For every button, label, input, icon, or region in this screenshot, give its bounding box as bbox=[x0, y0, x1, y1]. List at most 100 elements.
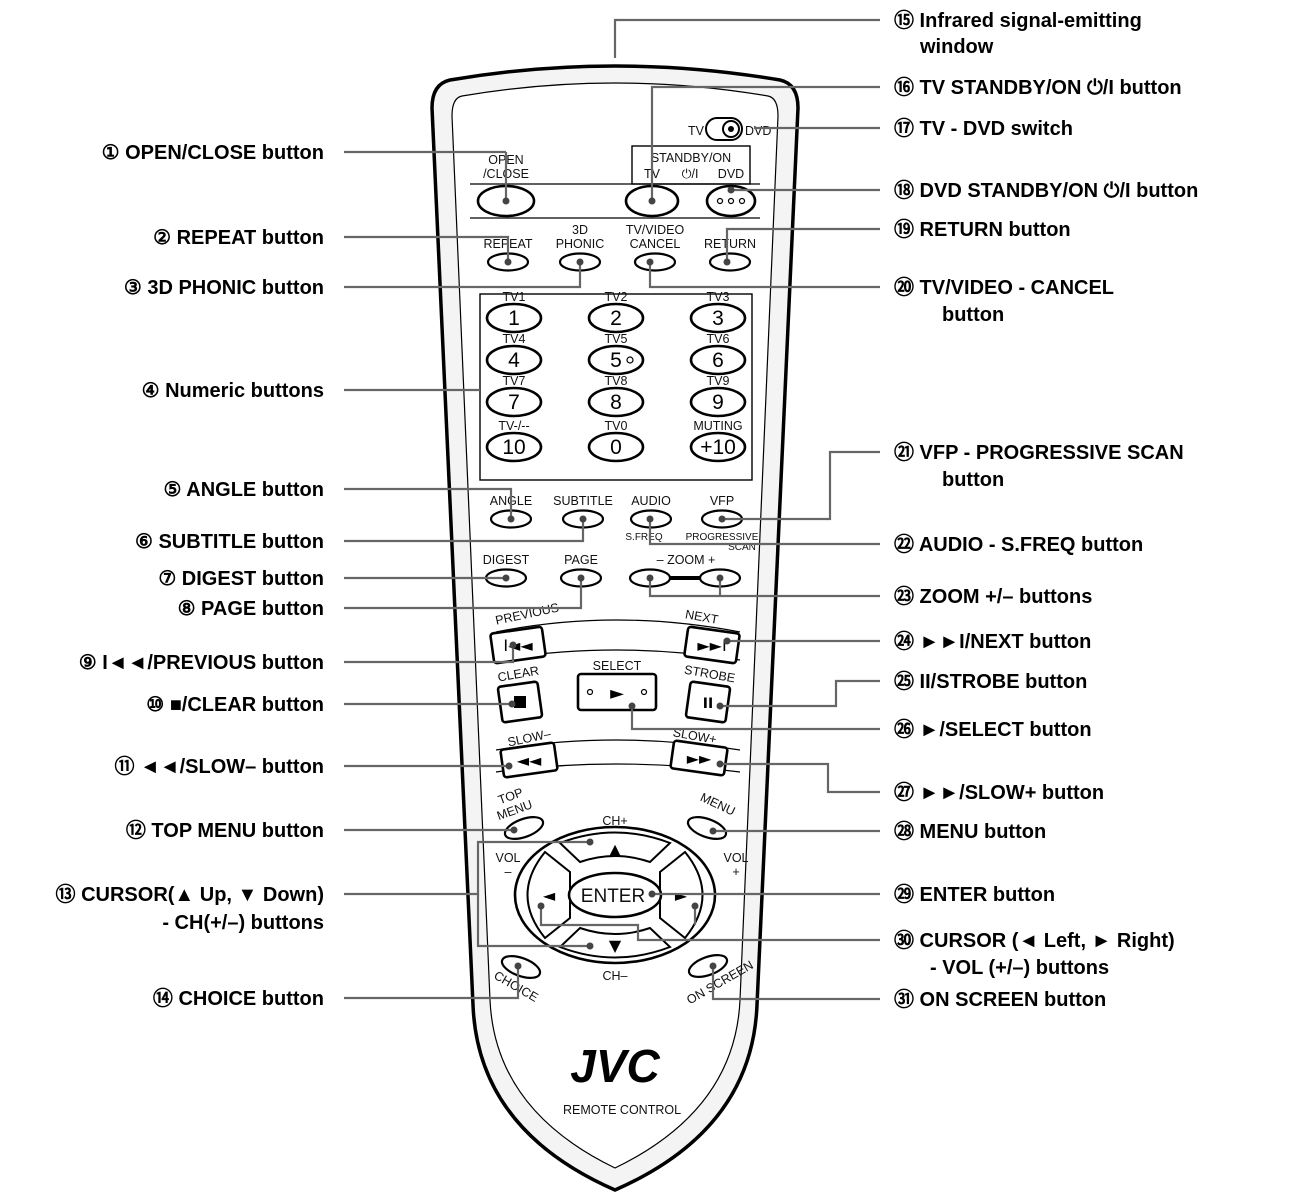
leader-23a bbox=[648, 578, 880, 598]
tvvideo-label-1: TV/VIDEO bbox=[626, 223, 685, 237]
next-button[interactable] bbox=[683, 625, 741, 665]
numeric-digit: 9 bbox=[712, 391, 724, 414]
ch-plus-label: CH+ bbox=[602, 814, 627, 828]
cursor-down-button[interactable] bbox=[558, 926, 672, 959]
numeric-tv-label: TV7 bbox=[503, 374, 526, 388]
cursor-left-button[interactable] bbox=[526, 850, 571, 940]
phonic-label-2: PHONIC bbox=[556, 237, 605, 251]
numeric-digit: 10 bbox=[502, 436, 525, 459]
jvc-logo: JVC bbox=[570, 1040, 660, 1092]
leader-20 bbox=[648, 262, 880, 289]
leader-22 bbox=[648, 519, 880, 546]
callout-19: ⑲ RETURN button bbox=[894, 218, 1071, 241]
scan-label: SCAN bbox=[728, 542, 756, 553]
return-label: RETURN bbox=[704, 237, 756, 251]
numeric-tv-label: MUTING bbox=[693, 419, 742, 433]
leader-26 bbox=[630, 706, 880, 731]
select-button[interactable] bbox=[576, 672, 658, 712]
zoom-label: – ZOOM + bbox=[657, 553, 716, 567]
numeric-button[interactable] bbox=[587, 386, 645, 418]
callout-16: ⑯ TV STANDBY/ON ⏻/I button bbox=[894, 76, 1182, 99]
numeric-tv-label: TV6 bbox=[707, 332, 730, 346]
callout-26: ㉖ ►/SELECT button bbox=[894, 718, 1092, 741]
numeric-button[interactable] bbox=[689, 302, 747, 334]
page-label: PAGE bbox=[564, 553, 598, 567]
leader-dots bbox=[502, 186, 735, 970]
callout-31: ㉛ ON SCREEN button bbox=[894, 988, 1106, 1011]
callout-22: ㉒ AUDIO - S.FREQ button bbox=[894, 533, 1143, 556]
rewind-icon: ◄◄ bbox=[517, 751, 542, 770]
leader-8 bbox=[344, 578, 583, 610]
callout-29: ㉙ ENTER button bbox=[894, 883, 1055, 906]
numeric-digit: 5 bbox=[610, 349, 622, 372]
slow-plus-button[interactable] bbox=[669, 739, 729, 777]
numeric-button[interactable] bbox=[485, 302, 543, 334]
fast-forward-icon: ►► bbox=[687, 749, 712, 768]
numeric-button[interactable] bbox=[689, 431, 747, 463]
slow-minus-button[interactable] bbox=[499, 741, 559, 779]
on-screen-button[interactable] bbox=[686, 951, 730, 982]
leader-6 bbox=[344, 519, 585, 543]
callout-10: ⑩ ■/CLEAR button bbox=[146, 694, 324, 716]
numeric-digit: 2 bbox=[610, 307, 622, 330]
callout-2: ② REPEAT button bbox=[153, 227, 324, 249]
callout-13-line2: - CH(+/–) buttons bbox=[162, 912, 324, 934]
progressive-label: PROGRESSIVE bbox=[686, 532, 759, 543]
stop-icon bbox=[514, 696, 526, 708]
callout-30-line2: - VOL (+/–) buttons bbox=[930, 957, 1109, 979]
dvd-standby-button[interactable] bbox=[705, 184, 757, 218]
leader-27 bbox=[720, 762, 880, 794]
callout-28: ㉘ MENU button bbox=[894, 820, 1046, 843]
callout-24: ㉔ ►►I/NEXT button bbox=[894, 630, 1091, 653]
numeric-button[interactable] bbox=[689, 344, 747, 376]
numeric-tv-label: TV0 bbox=[605, 419, 628, 433]
callout-27: ㉗ ►►/SLOW+ button bbox=[894, 781, 1104, 804]
numeric-tv-label: TV1 bbox=[503, 290, 526, 304]
callout-8: ⑧ PAGE button bbox=[178, 598, 324, 620]
vol-right-label-1: VOL bbox=[723, 851, 748, 865]
leader-9 bbox=[344, 645, 515, 664]
leader-3 bbox=[344, 262, 582, 289]
power-symbol-label: ⏻/I bbox=[682, 167, 699, 181]
next-label: NEXT bbox=[684, 607, 720, 627]
callout-17: ⑰ TV - DVD switch bbox=[894, 117, 1073, 140]
leader-30a bbox=[539, 906, 880, 942]
left-arrow-icon: ◄ bbox=[543, 886, 556, 905]
numeric-digit: +10 bbox=[700, 436, 736, 459]
tv-video-cancel-button[interactable] bbox=[633, 252, 677, 272]
remote-caption: REMOTE CONTROL bbox=[563, 1103, 681, 1117]
callout-13-line1: ⑬ CURSOR(▲ Up, ▼ Down) bbox=[56, 883, 324, 906]
leader-19 bbox=[725, 227, 880, 262]
callout-3: ③ 3D PHONIC button bbox=[124, 277, 324, 299]
switch-dvd-label: DVD bbox=[745, 124, 771, 138]
numeric-button[interactable] bbox=[587, 344, 645, 376]
leader-15 bbox=[613, 18, 880, 58]
strobe-button[interactable] bbox=[684, 680, 732, 724]
callout-21-line1: ㉑ VFP - PROGRESSIVE SCAN bbox=[894, 441, 1184, 464]
callout-30-line1: ㉚ CURSOR (◄ Left, ► Right) bbox=[894, 929, 1175, 952]
numeric-digit: 8 bbox=[610, 391, 622, 414]
numeric-digit: 3 bbox=[712, 307, 724, 330]
callout-14: ⑭ CHOICE button bbox=[153, 987, 324, 1010]
callout-25: ㉕ II/STROBE button bbox=[894, 670, 1087, 693]
pause-icon: II bbox=[703, 696, 713, 712]
select-label: SELECT bbox=[593, 659, 642, 673]
menu-button[interactable] bbox=[685, 813, 729, 844]
sfreq-label: S.FREQ bbox=[625, 532, 662, 543]
numeric-button[interactable] bbox=[485, 344, 543, 376]
callout-9: ⑨ I◄◄/PREVIOUS button bbox=[79, 652, 324, 674]
callout-5: ⑤ ANGLE button bbox=[164, 479, 325, 501]
numeric-button[interactable] bbox=[689, 386, 747, 418]
down-arrow-icon: ▼ bbox=[609, 936, 622, 955]
numeric-button[interactable] bbox=[485, 431, 543, 463]
callout-23: ㉓ ZOOM +/– buttons bbox=[894, 585, 1092, 608]
right-arrow-icon: ► bbox=[675, 886, 688, 905]
callout-6: ⑥ SUBTITLE button bbox=[135, 531, 324, 553]
numeric-tv-label: TV3 bbox=[707, 290, 730, 304]
previous-button[interactable] bbox=[489, 625, 547, 665]
numeric-button[interactable] bbox=[485, 386, 543, 418]
vol-left-label-1: VOL bbox=[495, 851, 520, 865]
digest-label: DIGEST bbox=[483, 553, 530, 567]
numeric-button[interactable] bbox=[587, 302, 645, 334]
numeric-button[interactable] bbox=[587, 431, 645, 463]
